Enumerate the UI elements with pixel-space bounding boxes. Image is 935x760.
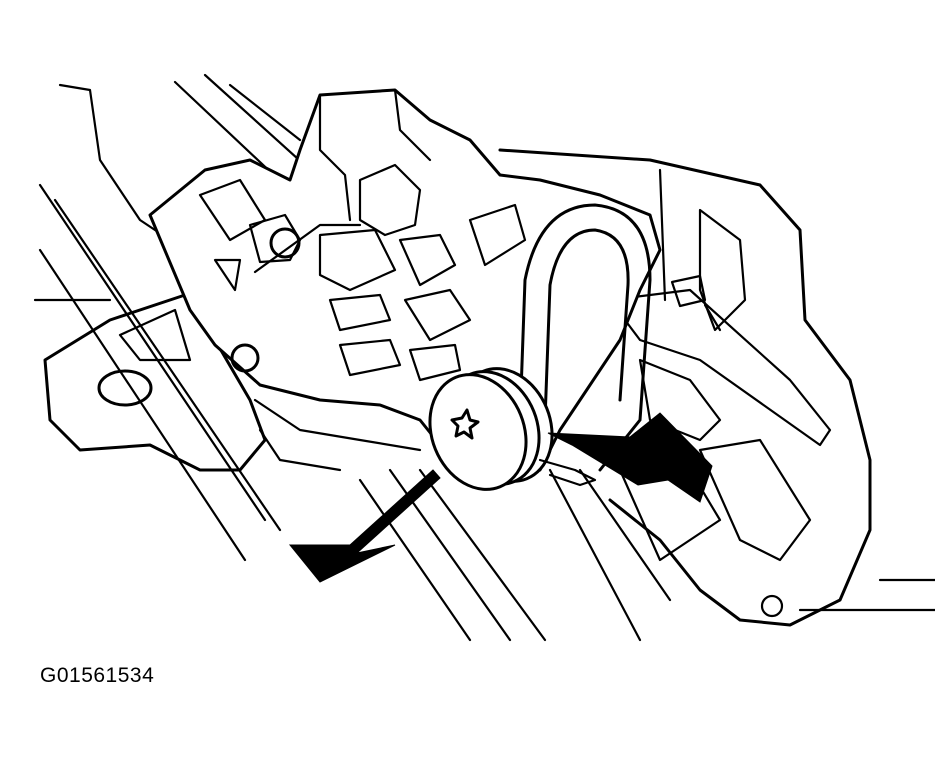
figure-id-label: G01561534 bbox=[40, 664, 155, 687]
right-housing bbox=[498, 148, 872, 627]
arrow-left bbox=[288, 469, 441, 583]
cable-loop bbox=[518, 203, 652, 472]
shift-bracket bbox=[148, 88, 662, 482]
arrow-right bbox=[547, 412, 713, 503]
housing-rails bbox=[38, 73, 935, 642]
torx-pin bbox=[428, 367, 554, 491]
lower-hook bbox=[253, 398, 597, 487]
